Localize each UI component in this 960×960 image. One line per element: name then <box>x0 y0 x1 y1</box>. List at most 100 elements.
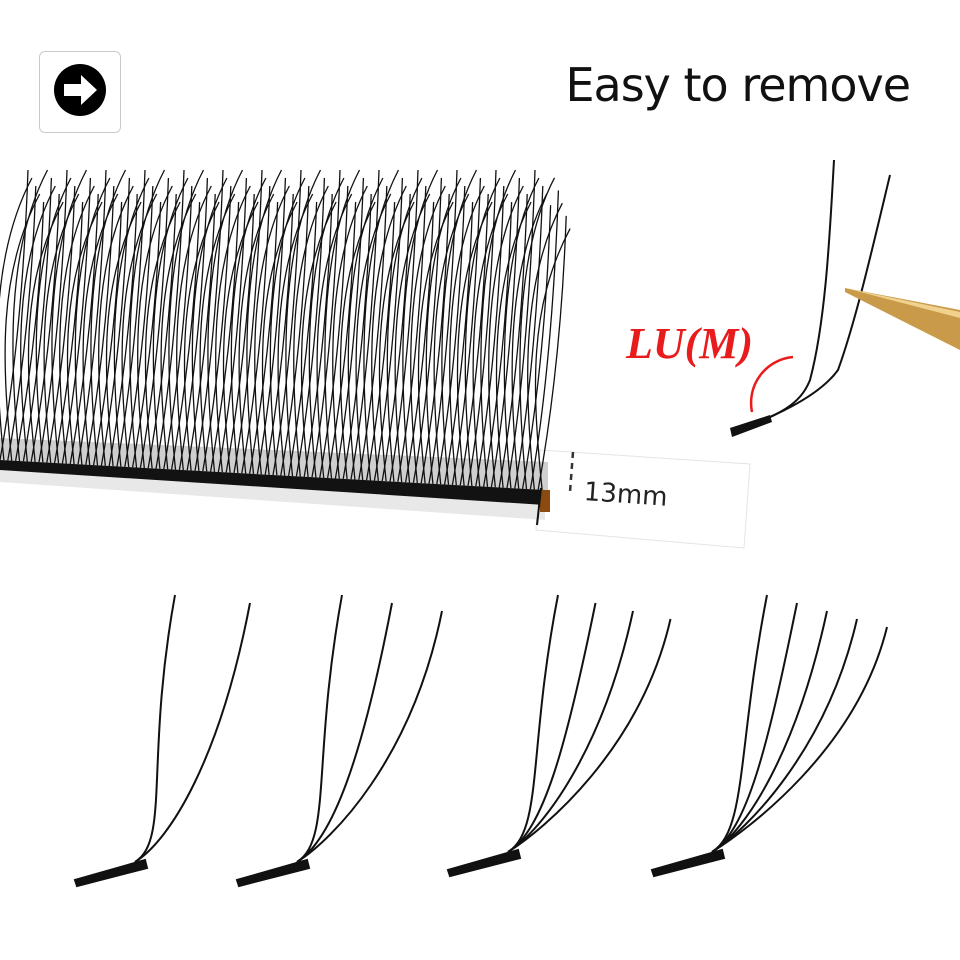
strip-lash <box>222 201 259 473</box>
tweezer <box>845 288 960 350</box>
strip-lash <box>155 169 185 469</box>
strip-lash <box>160 193 197 470</box>
fan-lash <box>296 594 343 863</box>
strip-lash <box>248 201 279 474</box>
strip-lash <box>90 169 127 466</box>
strip-lash <box>69 193 99 464</box>
strip-lash <box>285 169 322 477</box>
strip-lash <box>441 169 478 485</box>
strip-lash <box>98 185 134 466</box>
strip-lash <box>168 169 205 470</box>
strip-lash <box>347 177 384 480</box>
strip-lash <box>51 169 88 464</box>
strip-lash <box>488 185 524 488</box>
strip-lash <box>326 201 357 479</box>
strip-lash <box>389 169 419 482</box>
strip-lash <box>480 169 517 487</box>
strip-lash <box>417 201 454 484</box>
strip-lash <box>358 185 388 480</box>
strip-lash <box>443 201 474 485</box>
strip-lash <box>402 169 439 483</box>
strip-lash <box>194 169 224 471</box>
strip-lash <box>77 169 107 465</box>
strip-lash <box>170 201 201 470</box>
fan-base <box>446 848 522 878</box>
strip-lash <box>363 169 400 481</box>
fan-lash <box>507 594 559 853</box>
strip-lash <box>490 177 521 488</box>
lash-strip <box>0 169 571 526</box>
strip-lash <box>14 201 45 461</box>
fan-lash <box>711 626 888 853</box>
strip-lash <box>124 185 154 467</box>
strip-lash <box>436 185 466 485</box>
strip-lash <box>191 177 228 472</box>
fan-base <box>235 858 311 888</box>
strip-lash <box>433 193 470 485</box>
strip-lash <box>373 177 404 481</box>
strip-lash <box>129 169 166 468</box>
strip-lash <box>53 201 84 464</box>
strip-lash <box>163 185 193 470</box>
strip-lash <box>527 202 563 490</box>
strip-lash <box>378 201 415 482</box>
strip-lash <box>287 201 318 476</box>
strip-lash <box>82 193 119 465</box>
strip-lash <box>209 201 240 472</box>
strip-lash <box>482 201 513 487</box>
strip-lash <box>4 193 41 461</box>
strip-lash <box>139 177 170 468</box>
strip-lash <box>38 169 68 463</box>
strip-lash <box>451 177 482 485</box>
strip-lash <box>303 193 333 477</box>
strip-lash <box>256 177 287 475</box>
strip-lash <box>381 193 411 482</box>
fan-lash <box>711 602 798 853</box>
strip-lash <box>495 201 532 488</box>
strip-lash <box>316 193 353 478</box>
strip-lash <box>519 177 556 490</box>
strip-lash <box>178 177 209 470</box>
strip-lash <box>425 177 462 484</box>
strip-lash <box>108 193 138 467</box>
strip-lash <box>498 193 528 488</box>
strip-lash <box>105 201 142 467</box>
strip-lash <box>397 185 427 482</box>
strip-lash <box>207 169 244 472</box>
fan-lash <box>507 618 672 853</box>
fan-lash <box>507 610 634 853</box>
strip-lash <box>319 185 349 478</box>
strip-lash <box>506 169 536 489</box>
strip-lash <box>464 177 501 487</box>
strip-lash <box>85 185 115 465</box>
strip-lash <box>238 193 275 474</box>
strip-lash <box>514 185 544 489</box>
strip-lash <box>503 177 540 489</box>
strip-lash <box>459 193 489 486</box>
strip-lash <box>202 185 232 472</box>
fan-lash <box>711 594 768 853</box>
strip-lash <box>449 185 485 486</box>
strip-lash <box>475 185 505 487</box>
strip-lash <box>12 169 49 462</box>
fan-base <box>650 848 726 878</box>
strip-lash <box>511 193 548 489</box>
strip-lash <box>264 193 294 475</box>
strip-lash <box>412 177 443 483</box>
strip-lash <box>332 185 368 479</box>
strip-lash <box>355 193 392 481</box>
strip-lash <box>116 169 146 467</box>
curl-type-label: LU(M) <box>626 319 754 368</box>
strip-lash <box>152 177 189 469</box>
strip-lash <box>269 177 306 476</box>
strip-lash <box>20 185 56 462</box>
strip-lash <box>254 185 290 475</box>
strip-lash <box>215 185 251 473</box>
strip-lash <box>186 193 216 471</box>
strip-lash <box>30 193 60 462</box>
fan-lash <box>296 602 393 863</box>
strip-lash <box>342 193 372 479</box>
next-button[interactable] <box>39 51 121 133</box>
strip-lash <box>35 177 72 463</box>
length-marker <box>568 451 575 493</box>
